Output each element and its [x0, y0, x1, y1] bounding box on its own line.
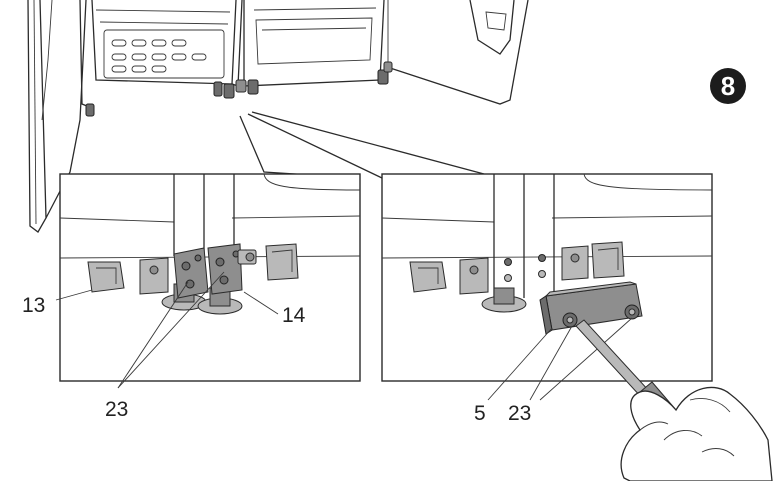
step-number: 8 — [721, 71, 735, 101]
callout-5: 5 — [474, 402, 486, 425]
callout-23-right: 23 — [508, 402, 531, 425]
callout-14: 14 — [282, 304, 306, 327]
hinge-bracket-icon — [539, 281, 643, 335]
hinge-bracket-icon — [207, 243, 257, 295]
step-number-badge: 8 — [710, 68, 746, 104]
detail-panel-right: 5 23 — [381, 173, 713, 425]
detail-panel-left: 13 14 23 — [22, 173, 361, 421]
callout-13: 13 — [22, 294, 45, 317]
callout-23-left: 23 — [105, 398, 128, 421]
zoom-pointer-lines — [239, 111, 485, 179]
refrigerator-base-illustration — [27, 0, 529, 233]
hinge-bracket-icon — [173, 247, 209, 299]
gloved-hand-icon — [620, 386, 773, 481]
